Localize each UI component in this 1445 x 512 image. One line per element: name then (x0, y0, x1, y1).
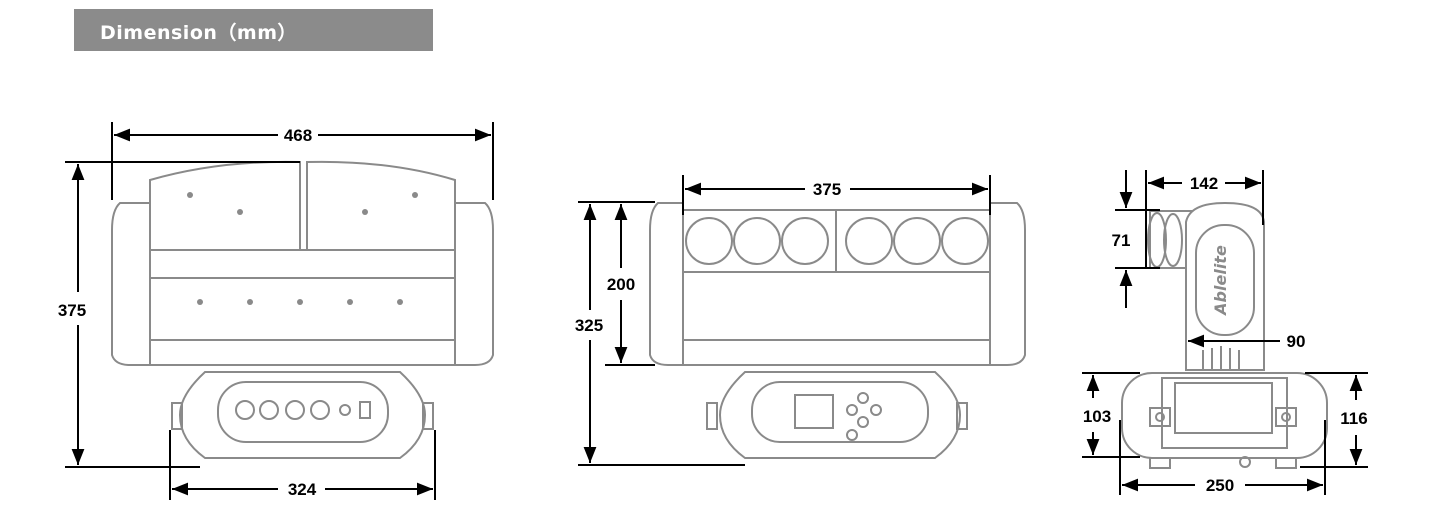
head-height-label: 200 (607, 275, 635, 294)
side-view-dimensions: 142 71 90 103 116 250 (1082, 170, 1368, 495)
lens-view-dimensions: 375 200 325 (575, 175, 991, 466)
front-view (111, 160, 494, 459)
head-depth-label: 142 (1190, 174, 1218, 193)
base-height-label: 103 (1083, 407, 1111, 426)
front-base-width-label: 324 (288, 480, 317, 499)
ablelite-logo: Ablelite (1211, 245, 1230, 317)
total-height-label: 325 (575, 316, 603, 335)
front-height-label: 375 (58, 301, 86, 320)
front-width-label: 468 (284, 126, 312, 145)
lens-height-label: 71 (1112, 231, 1131, 250)
side-view: Ablelite (1121, 201, 1328, 469)
base-depth-label: 250 (1206, 476, 1234, 495)
base-total-height-label: 116 (1340, 409, 1367, 428)
section-header: Dimension（mm） (74, 9, 433, 51)
section-title: Dimension（mm） (100, 22, 297, 44)
front-view-dimensions: 468 375 324 (58, 122, 494, 500)
lens-span-label: 375 (813, 180, 841, 199)
lens-view (649, 202, 1026, 459)
arm-width-label: 90 (1287, 332, 1306, 351)
